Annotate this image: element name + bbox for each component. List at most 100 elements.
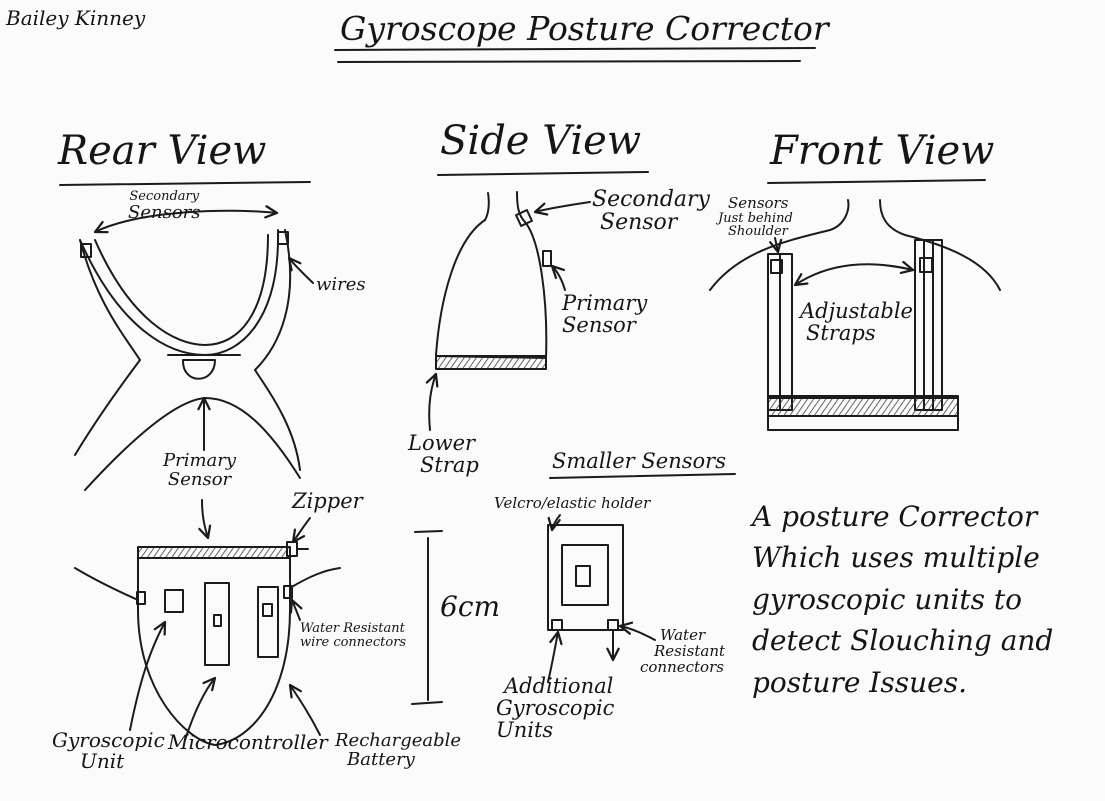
label-zipper: Zipper: [292, 489, 363, 513]
rear-view-underline: [59, 181, 311, 186]
label-wires: wires: [316, 274, 366, 295]
front-view-drawing: [709, 199, 1001, 431]
primary-sensor-arrow: [550, 264, 566, 291]
label-line: Units: [496, 718, 554, 743]
label-rear-primary-sensor: Primary Sensor: [163, 450, 237, 490]
side-view-drawing: [425, 191, 591, 431]
left-wire-connector: [136, 591, 146, 605]
rear-view-title: Rear View: [58, 128, 267, 174]
front-sensor-right: [919, 257, 933, 273]
side-secondary-sensor: [515, 209, 533, 227]
battery-pack: [257, 586, 279, 658]
description-line: A posture Corrector: [752, 500, 1038, 533]
label-water-resistant-wire-connectors: Water Resistant wire connectors: [300, 622, 406, 649]
lower-strap-arrow: [425, 372, 439, 431]
front-sensor-left: [770, 259, 783, 274]
label-lower-strap: Lower Strap: [408, 432, 479, 476]
wires-arrow: [287, 256, 314, 284]
title-underline-2: [337, 60, 801, 63]
label-size-6cm: 6cm: [440, 590, 501, 623]
label-line: Just behind: [718, 210, 793, 226]
secondary-sensors-arrow: [93, 205, 279, 234]
label-line: Sensors: [128, 201, 201, 223]
label-line: Unit: [80, 749, 125, 773]
label-additional-gyroscopic-units: Additional Gyroscopic Units: [496, 675, 614, 741]
label-side-secondary-sensor: Secondary Sensor: [592, 188, 710, 234]
side-primary-sensor: [542, 250, 552, 267]
author-name: Bailey Kinney: [6, 6, 146, 30]
page-title: Gyroscope Posture Corrector: [340, 9, 829, 48]
microcontroller-arrow: [184, 676, 217, 741]
label-line: Gyroscopic: [52, 728, 165, 752]
label-secondary-sensors: Secondary Sensors: [128, 190, 201, 223]
small-sensor-chip: [575, 565, 591, 587]
lower-strap-band: [435, 355, 547, 370]
label-line: Battery: [347, 748, 415, 770]
label-gyroscopic-unit: Gyroscopic Unit: [52, 730, 165, 772]
label-rechargeable-battery: Rechargeable Battery: [335, 730, 462, 770]
additional-units-arrow: [547, 630, 563, 683]
sensors-behind-shoulder-arrow: [769, 237, 783, 254]
secondary-sensor-arrow: [533, 201, 591, 216]
description-line: detect Slouching and: [752, 624, 1054, 658]
primary-sensor-arrow-down: [198, 499, 212, 540]
label-line: Resistant: [654, 641, 726, 660]
label-microcontroller: Microcontroller: [168, 730, 328, 754]
label-water-resistant-connectors: Water Resistant connectors: [640, 626, 726, 676]
adjustable-straps-arrow: [793, 260, 915, 287]
label-adjustable-straps: Adjustable Straps: [800, 300, 913, 344]
smaller-sensors-heading: Smaller Sensors: [552, 449, 726, 473]
label-line: Water Resistant: [300, 621, 405, 636]
label-line: connectors: [640, 657, 724, 676]
description-line: gyroscopic units to: [752, 582, 1023, 616]
label-line: Water: [660, 626, 706, 644]
label-line: Sensor: [167, 468, 232, 490]
label-line: Lower: [408, 431, 476, 455]
microcontroller-board: [204, 582, 230, 666]
velcro-elastic-holder: [547, 524, 624, 631]
label-sensors-behind-shoulder: Sensors Just behind Shoulder: [718, 194, 793, 240]
holder-arrow: [547, 514, 561, 532]
label-line: Strap: [420, 453, 479, 478]
label-side-primary-sensor: Primary Sensor: [562, 292, 647, 336]
label-line: Straps: [806, 321, 876, 346]
rear-view-upper: [74, 205, 314, 540]
label-line: Rechargeable: [335, 730, 462, 751]
zipper-arrow: [291, 517, 311, 544]
smaller-sensor-drawing: [547, 473, 736, 683]
description-line: posture Issues.: [752, 665, 967, 699]
label-line: Shoulder: [728, 224, 788, 240]
rear-primary-sensor-pod: [181, 359, 216, 380]
label-line: Sensor: [562, 313, 636, 338]
label-line: Sensors: [728, 194, 789, 212]
description-line: Which uses multiple: [752, 541, 1040, 575]
battery-arrow: [288, 683, 321, 736]
rear-secondary-sensor-left: [80, 243, 92, 258]
label-line: Sensor: [600, 210, 678, 236]
label-line: wire connectors: [300, 634, 407, 650]
right-wire-connector: [283, 585, 293, 599]
label-line: Secondary: [129, 189, 200, 204]
connectors-arrow: [618, 621, 656, 641]
front-view-title: Front View: [770, 128, 995, 174]
zipper-band: [137, 546, 291, 559]
connector-arrow: [289, 598, 303, 621]
side-view-underline: [437, 171, 649, 176]
side-view-title: Side View: [440, 118, 642, 164]
gyroscopic-unit-arrow: [129, 620, 167, 731]
title-underline: [334, 47, 816, 51]
label-line: Secondary: [592, 187, 710, 212]
label-line: Additional: [504, 674, 614, 698]
label-line: Primary: [163, 450, 237, 471]
label-line: Primary: [562, 291, 648, 315]
label-line: Gyroscopic: [496, 696, 615, 721]
electronics-enclosure: [74, 517, 443, 746]
label-line: Adjustable: [800, 299, 913, 323]
description-text: A posture Corrector Which uses multiple …: [752, 496, 1053, 703]
front-view-underline: [767, 179, 986, 184]
rear-secondary-sensor-right: [277, 231, 289, 245]
label-velcro-elastic-holder: Velcro/elastic holder: [494, 494, 651, 512]
gyroscopic-unit-box: [164, 589, 184, 613]
